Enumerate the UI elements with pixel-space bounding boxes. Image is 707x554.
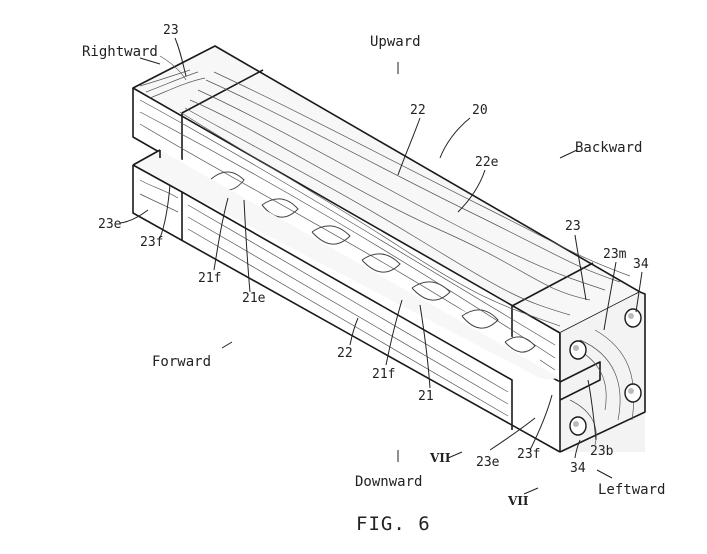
ref-23e-left: 23e bbox=[98, 217, 122, 232]
ref-34-bottom: 34 bbox=[570, 461, 586, 476]
bolt-lower-left bbox=[569, 416, 587, 436]
ref-21e: 21e bbox=[242, 291, 266, 306]
ref-23m: 23m bbox=[603, 247, 627, 262]
figure-caption: FIG. 6 bbox=[356, 513, 431, 535]
ref-21f-right: 21f bbox=[372, 367, 395, 382]
ref-23b: 23b bbox=[590, 444, 614, 459]
ref-20: 20 bbox=[472, 103, 488, 118]
label-forward: Forward bbox=[152, 354, 211, 370]
label-leftward: Leftward bbox=[598, 482, 665, 498]
ref-23-right: 23 bbox=[565, 219, 581, 234]
bolt-lower-right bbox=[624, 383, 642, 403]
end-block bbox=[559, 291, 646, 453]
ref-23e-right: 23e bbox=[476, 455, 500, 470]
bolt-upper-right bbox=[624, 308, 642, 328]
ref-34-top: 34 bbox=[633, 257, 649, 272]
ref-23f-left: 23f bbox=[140, 235, 163, 250]
ref-22e: 22e bbox=[475, 155, 499, 170]
ref-23f-right: 23f bbox=[517, 447, 540, 462]
ref-22-lower: 22 bbox=[337, 346, 353, 361]
section-mark-upper: VII bbox=[429, 451, 451, 465]
ref-21f-left: 21f bbox=[198, 271, 221, 286]
label-upward: Upward bbox=[370, 34, 421, 50]
ref-21: 21 bbox=[418, 389, 434, 404]
label-backward: Backward bbox=[575, 140, 642, 156]
ref-23-top: 23 bbox=[163, 23, 179, 38]
ref-22-top: 22 bbox=[410, 103, 426, 118]
lower-beam bbox=[132, 149, 561, 453]
section-mark-lower: VII bbox=[507, 494, 529, 508]
leader-lines bbox=[119, 37, 643, 495]
label-downward: Downward bbox=[355, 474, 422, 490]
label-rightward: Rightward bbox=[82, 44, 158, 60]
bolt-upper-left bbox=[569, 340, 587, 360]
